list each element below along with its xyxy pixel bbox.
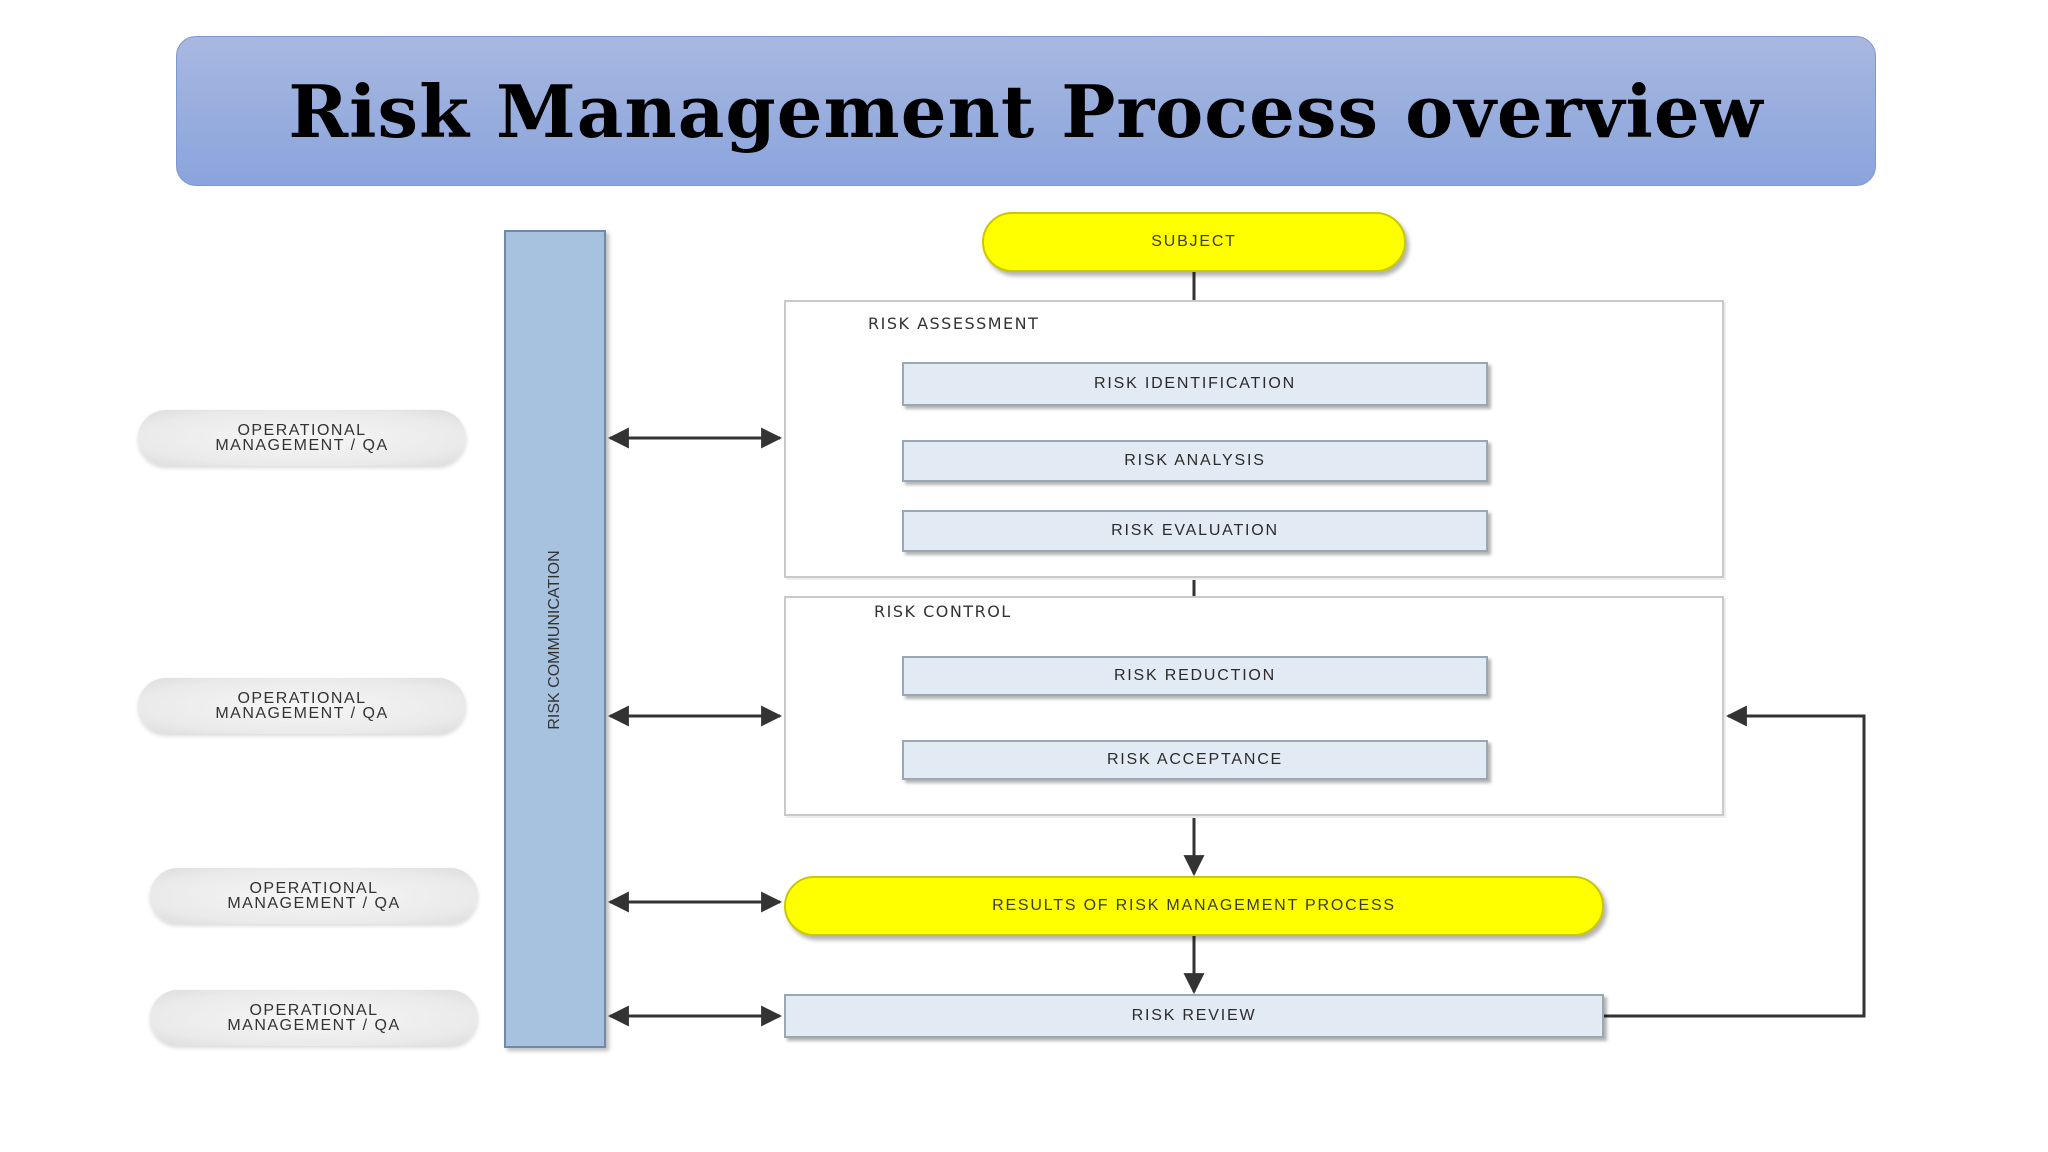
- subject-terminator: SUBJECT: [982, 212, 1406, 272]
- step-label: RISK EVALUATION: [1111, 522, 1279, 539]
- risk-assessment-label: RISK ASSESSMENT: [868, 314, 1040, 333]
- side-label-control: OPERATIONAL MANAGEMENT / QA: [138, 678, 466, 734]
- risk-control-label: RISK CONTROL: [874, 602, 1012, 621]
- page-title: Risk Management Process overview: [288, 68, 1764, 154]
- side-label-review: OPERATIONAL MANAGEMENT / QA: [150, 990, 478, 1046]
- step-label: RISK ACCEPTANCE: [1106, 751, 1284, 768]
- risk-communication-label: RISK COMMUNICATION: [546, 550, 563, 730]
- subject-label: SUBJECT: [1151, 233, 1237, 250]
- step-label: RISK REVIEW: [1131, 1007, 1257, 1024]
- side-label-line2: MANAGEMENT / QA: [227, 1017, 401, 1034]
- step-risk-identification: RISK IDENTIFICATION: [902, 362, 1488, 406]
- step-risk-acceptance: RISK ACCEPTANCE: [902, 740, 1488, 780]
- side-label-results: OPERATIONAL MANAGEMENT / QA: [150, 868, 478, 924]
- step-risk-review: RISK REVIEW: [784, 994, 1604, 1038]
- step-risk-evaluation: RISK EVALUATION: [902, 510, 1488, 552]
- risk-control-section: [784, 596, 1724, 816]
- side-label-line2: MANAGEMENT / QA: [215, 705, 389, 722]
- side-label-line1: OPERATIONAL: [237, 690, 367, 707]
- step-risk-reduction: RISK REDUCTION: [902, 656, 1488, 696]
- risk-communication-bar: [504, 230, 606, 1048]
- side-label-line1: OPERATIONAL: [249, 1002, 379, 1019]
- step-label: RISK REDUCTION: [1113, 667, 1277, 684]
- results-label: RESULTS OF RISK MANAGEMENT PROCESS: [992, 897, 1396, 914]
- step-label: RISK IDENTIFICATION: [1094, 375, 1296, 392]
- side-label-line2: MANAGEMENT / QA: [227, 895, 401, 912]
- side-label-assessment: OPERATIONAL MANAGEMENT / QA: [138, 410, 466, 466]
- title-banner: Risk Management Process overview: [176, 36, 1876, 186]
- results-terminator: RESULTS OF RISK MANAGEMENT PROCESS: [784, 876, 1604, 936]
- side-label-line2: MANAGEMENT / QA: [215, 437, 389, 454]
- side-label-line1: OPERATIONAL: [237, 422, 367, 439]
- step-risk-analysis: RISK ANALYSIS: [902, 440, 1488, 482]
- side-label-line1: OPERATIONAL: [249, 880, 379, 897]
- step-label: RISK ANALYSIS: [1124, 452, 1266, 469]
